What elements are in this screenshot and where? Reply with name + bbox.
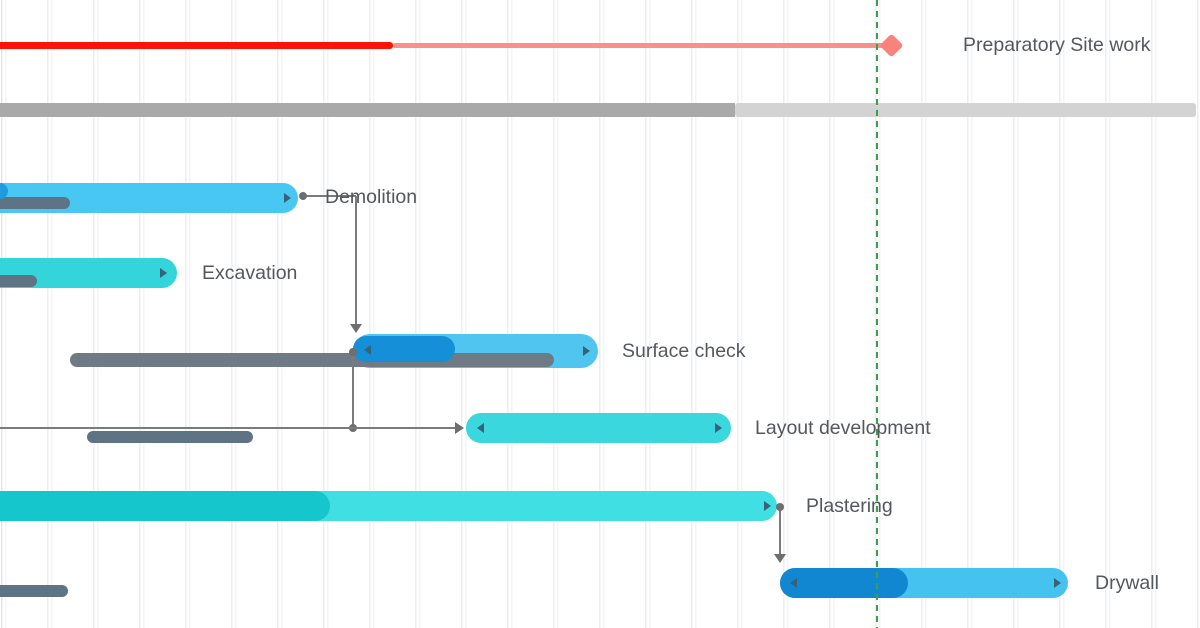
link-plastering-to-drywall-dot — [776, 503, 784, 511]
link-offscreen-to-layout-development-line — [0, 427, 455, 429]
link-plastering-to-drywall-line — [779, 508, 781, 556]
layout-development-label: Layout development — [755, 417, 931, 439]
link-surface-check-to-layout-development-line — [352, 353, 354, 428]
drywall-baseline-bar — [0, 585, 68, 597]
layout-development-start-handle-icon — [477, 423, 484, 433]
link-demolition-to-surface-check-line — [355, 196, 357, 326]
preparatory-site-work-label: Preparatory Site work — [963, 34, 1151, 56]
layout-development-end-handle-icon — [715, 423, 722, 433]
link-demolition-to-surface-check-line — [303, 195, 356, 197]
plastering-label: Plastering — [806, 495, 893, 517]
today-marker-line — [876, 0, 878, 628]
demolition-progress-bar[interactable] — [0, 183, 8, 199]
drywall-label: Drywall — [1095, 572, 1159, 594]
surface-check-baseline-bar — [70, 353, 554, 367]
plastering-progress-bar[interactable] — [0, 491, 330, 521]
excavation-baseline-bar — [0, 275, 37, 287]
link-demolition-to-surface-check-dot — [299, 192, 307, 200]
phase-summary-progress-bar[interactable] — [0, 103, 735, 117]
demolition-end-handle-icon — [284, 193, 291, 203]
link-surface-check-to-layout-development-dot — [349, 348, 357, 356]
drywall-end-handle-icon — [1054, 578, 1061, 588]
excavation-label: Excavation — [202, 262, 298, 284]
phase-summary-remaining-bar[interactable] — [735, 103, 1196, 117]
drywall-start-handle-icon — [790, 578, 797, 588]
layout-development-baseline-bar — [87, 431, 253, 443]
plastering-end-handle-icon — [764, 501, 771, 511]
surface-check-label: Surface check — [622, 340, 746, 362]
preparatory-site-work-progress-line[interactable] — [0, 42, 393, 49]
link-demolition-to-surface-check-arrow-icon — [350, 324, 362, 333]
surface-check-start-handle-icon — [364, 345, 371, 355]
layout-development-bar[interactable] — [466, 413, 731, 443]
drywall-progress-bar[interactable] — [780, 568, 908, 598]
demolition-baseline-bar — [0, 197, 70, 209]
link-plastering-to-drywall-arrow-icon — [774, 554, 786, 563]
link-offscreen-to-layout-development-arrow-icon — [455, 422, 464, 434]
surface-check-end-handle-icon — [583, 346, 590, 356]
demolition-label: Demolition — [325, 186, 418, 208]
preparatory-site-work-remaining-line[interactable] — [393, 43, 884, 48]
preparatory-site-work-milestone-diamond[interactable] — [878, 32, 904, 58]
excavation-end-handle-icon — [160, 268, 167, 278]
